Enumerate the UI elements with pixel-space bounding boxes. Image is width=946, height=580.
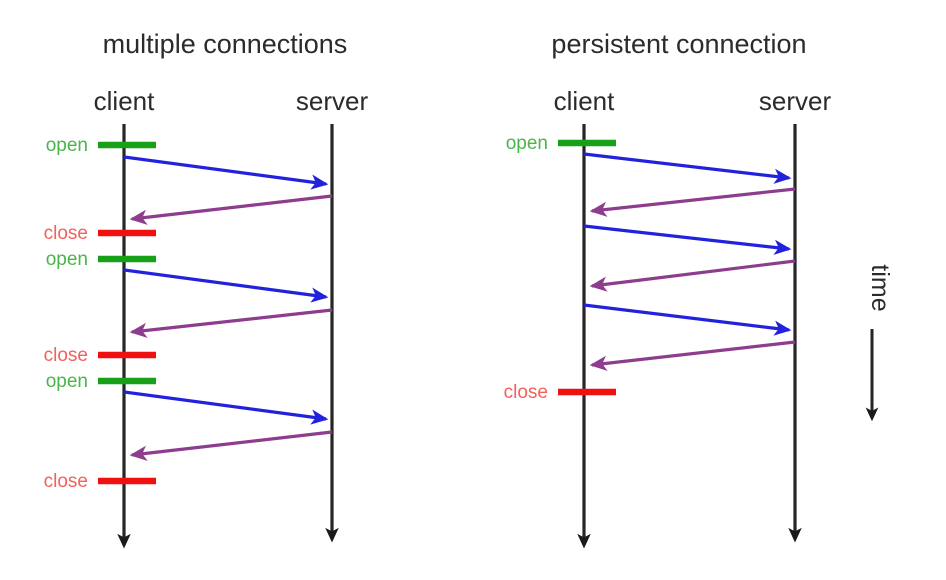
event-label-close: close [44, 223, 88, 244]
actor-label-client: client [554, 86, 615, 116]
panel-title-multiple-connections: multiple connections [103, 29, 348, 59]
actor-label-client: client [94, 86, 155, 116]
time-axis-group: time [865, 264, 894, 422]
actor-label-server: server [296, 86, 369, 116]
panel-persistent-connection: persistent connection client server open clo… [504, 29, 832, 549]
message-response-server-to-client [129, 430, 333, 461]
message-response-server-to-client [589, 187, 796, 217]
panel-multiple-connections: multiple connections client server open clos… [44, 29, 369, 549]
event-label-open: open [46, 371, 88, 392]
message-request-client-to-server [583, 224, 792, 255]
event-label-open: open [46, 135, 88, 156]
message-request-client-to-server [123, 155, 329, 190]
panel-title-persistent-connection: persistent connection [551, 29, 806, 59]
time-axis-label: time [866, 264, 894, 311]
message-request-client-to-server [583, 152, 792, 184]
message-response-server-to-client [589, 340, 796, 371]
event-label-close: close [504, 382, 548, 403]
message-request-client-to-server [583, 303, 792, 336]
event-label-open: open [46, 249, 88, 270]
event-label-close: close [44, 345, 88, 366]
message-request-client-to-server [123, 390, 329, 425]
message-response-server-to-client [129, 308, 333, 338]
event-label-open: open [506, 133, 548, 154]
event-label-close: close [44, 471, 88, 492]
panels-group: multiple connections client server open clos… [44, 29, 832, 549]
message-request-client-to-server [123, 268, 329, 303]
actor-label-server: server [759, 86, 832, 116]
message-response-server-to-client [589, 259, 796, 292]
message-response-server-to-client [129, 194, 333, 225]
